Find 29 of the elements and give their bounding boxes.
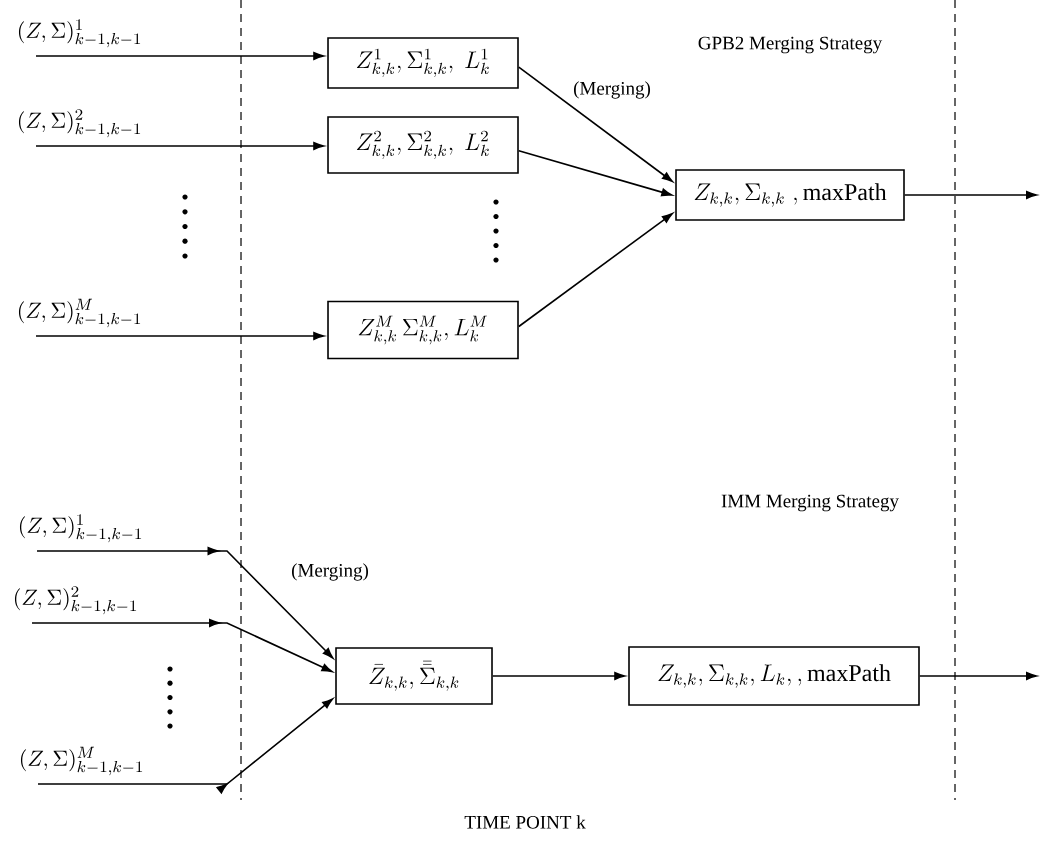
formula-label: $(Z,\Sigma)^{2}_{k-1,k-1}$ bbox=[18, 109, 141, 138]
arrow bbox=[919, 672, 1037, 680]
text-label: (Merging) bbox=[292, 563, 369, 581]
formula-label: $(Z,\Sigma)^{1}_{k-1,k-1}$ bbox=[19, 514, 142, 543]
arrow bbox=[35, 142, 325, 150]
arrow bbox=[31, 619, 333, 673]
arrow bbox=[492, 672, 626, 680]
arrow bbox=[904, 191, 1037, 199]
process-box: $Z^{M}_{k,k}\,\Sigma^{M}_{k,k}, L^{M}_{k}$ bbox=[327, 300, 519, 360]
text-label: (Merging) bbox=[574, 81, 651, 99]
formula-label: $(Z,\Sigma)^{M}_{k-1,k-1}$ bbox=[18, 298, 141, 328]
formula-label: $(Z,\Sigma)^{M}_{k-1,k-1}$ bbox=[20, 746, 143, 776]
arrow bbox=[35, 332, 325, 340]
process-box: $Z^{2}_{k,k}, \Sigma^{2}_{k,k},\ L^{2}_{k}$ bbox=[327, 116, 519, 174]
text-label: GPB2 Merging Strategy bbox=[698, 36, 883, 54]
text-label: TIME POINT k bbox=[464, 815, 586, 829]
text-label: IMM Merging Strategy bbox=[721, 494, 899, 512]
formula-label: $(Z,\Sigma)^{2}_{k-1,k-1}$ bbox=[14, 586, 137, 615]
formula-label: $(Z,\Sigma)^{1}_{k-1,k-1}$ bbox=[18, 19, 141, 48]
arrow bbox=[37, 698, 334, 794]
arrow bbox=[518, 149, 673, 197]
arrow bbox=[518, 212, 673, 328]
process-box: $Z_{k,k}, \Sigma_{k,k}, L_{k}, , \mathrm{maxPath}$ bbox=[628, 646, 920, 706]
process-box: $\bar{Z}_{k,k}, \bar{\bar{\Sigma}}_{k,k}$ bbox=[335, 647, 493, 705]
arrow bbox=[518, 66, 673, 183]
process-box: $Z_{k,k}, \Sigma_{k,k}\;, \mathrm{maxPath}$ bbox=[675, 169, 905, 221]
arrow bbox=[36, 547, 334, 659]
arrow bbox=[35, 52, 325, 60]
process-box: $Z^{1}_{k,k}, \Sigma^{1}_{k,k},\ L^{1}_{k}$ bbox=[327, 37, 519, 89]
